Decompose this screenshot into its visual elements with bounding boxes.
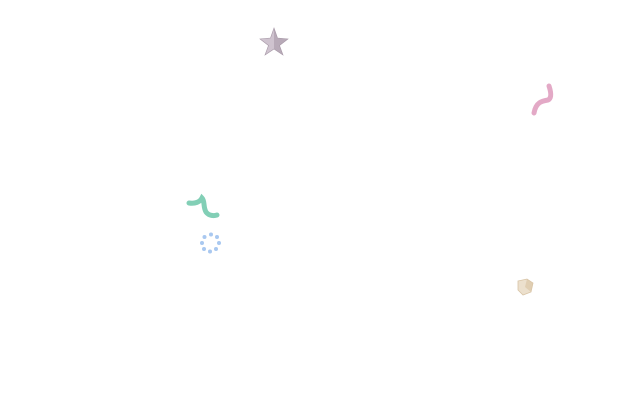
pink-ribbon-icon bbox=[531, 83, 554, 116]
cube-face bbox=[525, 279, 533, 292]
dot-ring-icon bbox=[200, 232, 221, 254]
star-shade bbox=[274, 28, 288, 55]
cube-icon bbox=[517, 278, 534, 296]
star-icon bbox=[259, 27, 289, 56]
green-ribbon-shape bbox=[186, 193, 220, 219]
dot-ring-shape bbox=[200, 232, 221, 254]
green-ribbon-icon bbox=[186, 193, 220, 219]
pink-ribbon-shape bbox=[531, 83, 554, 116]
